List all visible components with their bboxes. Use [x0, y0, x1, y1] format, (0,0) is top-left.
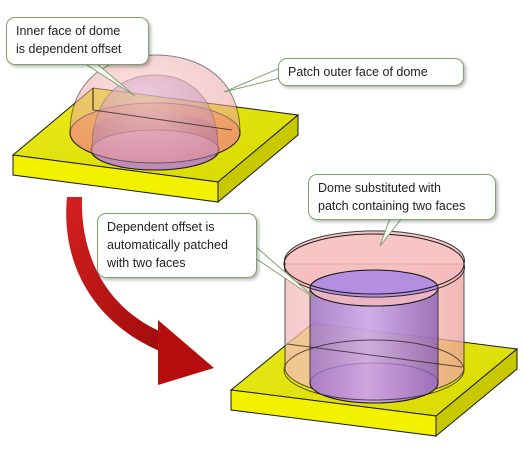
top-part [11, 54, 300, 204]
callout-outer-face-line-1: Patch outer face of dome [288, 65, 428, 79]
bottom-plate-side-face [435, 347, 518, 438]
callout-dome-substituted-line-1: Dome substituted with [318, 181, 441, 195]
bottom-plate-inner-edge [286, 343, 463, 368]
pointer-outer-face [223, 67, 281, 93]
callout-inner-face-line-2: is dependent offset [16, 42, 122, 56]
callout-dependent-offset-line-1: Dependent offset is [107, 220, 215, 234]
top-plate-inner-edge [92, 109, 233, 131]
arrow-head [158, 320, 214, 385]
transition-arrow [66, 197, 214, 385]
callout-dependent-offset-line-3: with two faces [107, 256, 186, 270]
inner-cylinder-face [309, 287, 439, 404]
top-plate-side-face [217, 113, 299, 204]
callout-dependent-offset: Dependent offset is automatically patche… [97, 213, 257, 278]
callout-inner-face-line-1: Inner face of dome [16, 24, 121, 38]
outer-cylinder-top-edge [283, 233, 465, 295]
bottom-part [229, 230, 519, 438]
callout-inner-face: Inner face of dome is dependent offset [6, 17, 149, 65]
callout-dependent-offset-line-2: automatically patched [107, 238, 228, 252]
callout-dome-substituted-line-2: patch containing two faces [318, 199, 466, 213]
callout-dome-substituted: Dome substituted with patch containing t… [308, 174, 496, 220]
bottom-hole-rim [283, 339, 465, 401]
callout-outer-face: Patch outer face of dome [278, 58, 464, 86]
outer-dome-face [69, 54, 241, 164]
